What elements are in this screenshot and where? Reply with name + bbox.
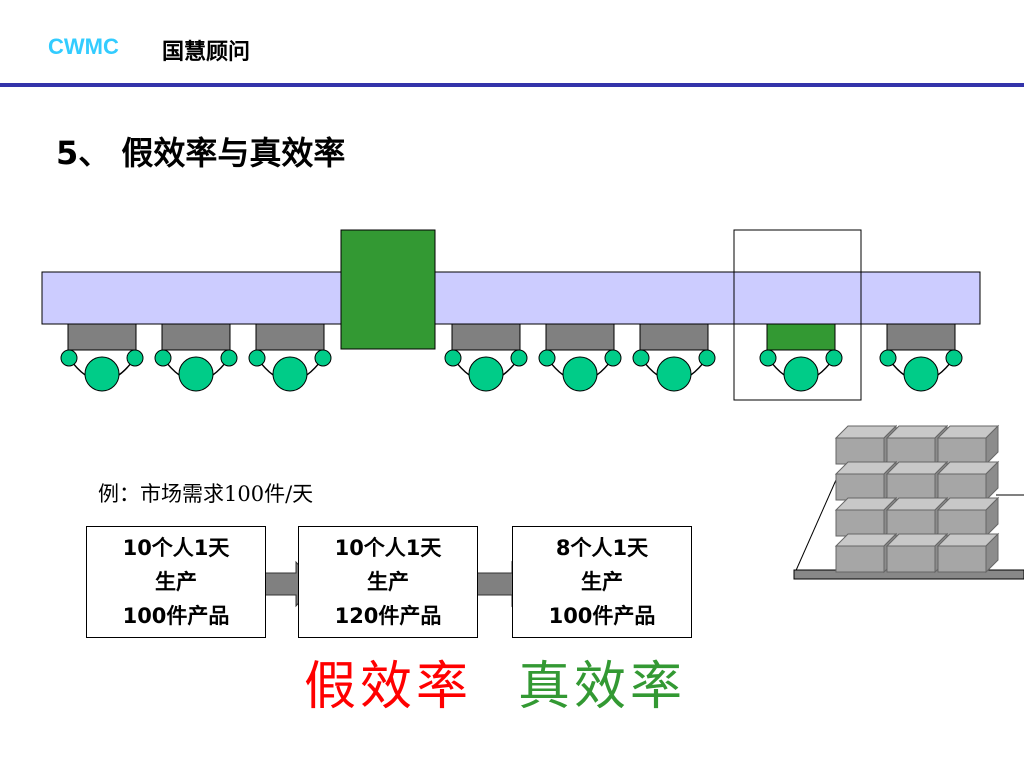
conveyor-belt <box>41 271 981 325</box>
step-text: 100件产品 <box>122 604 230 628</box>
step-text: 生产 <box>367 570 409 594</box>
true-efficiency-label: 真效率 <box>518 657 687 717</box>
workstation <box>67 323 137 351</box>
step-text: 生产 <box>155 570 197 594</box>
workstation <box>886 323 956 351</box>
brand-label: CWMC <box>48 34 119 59</box>
product-box-icon <box>936 496 1000 538</box>
workstation <box>451 323 521 351</box>
worker-icon <box>759 323 843 392</box>
page-title: 5、 假效率与真效率 <box>56 134 346 172</box>
example-demand: 例：市场需求100件/天 <box>98 482 314 506</box>
step-box-1: 10个人1天 生产 100件产品 <box>86 526 266 638</box>
product-box-icon <box>936 532 1000 574</box>
header-divider <box>0 83 1024 87</box>
org-name: 国慧顾问 <box>162 40 251 65</box>
worker-icon <box>632 323 716 392</box>
workstation <box>545 323 615 351</box>
worker-icon <box>248 323 332 392</box>
worker-icon <box>154 323 238 392</box>
wip-inventory-block <box>340 229 436 350</box>
workstation <box>639 323 709 351</box>
fake-efficiency-label: 假效率 <box>304 657 473 717</box>
product-box-icon <box>936 460 1000 502</box>
step-text: 100件产品 <box>548 604 656 628</box>
workstation <box>766 323 836 351</box>
worker-icon <box>538 323 622 392</box>
workstation <box>255 323 325 351</box>
workstation <box>161 323 231 351</box>
step-text: 10个人1天 <box>122 536 230 560</box>
pallet-stack <box>793 424 1024 580</box>
step-text: 生产 <box>581 570 623 594</box>
step-text: 10个人1天 <box>334 536 442 560</box>
step-text: 120件产品 <box>334 604 442 628</box>
worker-icon <box>444 323 528 392</box>
worker-icon <box>60 323 144 392</box>
step-text: 8个人1天 <box>555 536 649 560</box>
step-box-2: 10个人1天 生产 120件产品 <box>298 526 478 638</box>
worker-icon <box>879 323 963 392</box>
step-box-3: 8个人1天 生产 100件产品 <box>512 526 692 638</box>
product-box-icon <box>936 424 1000 466</box>
